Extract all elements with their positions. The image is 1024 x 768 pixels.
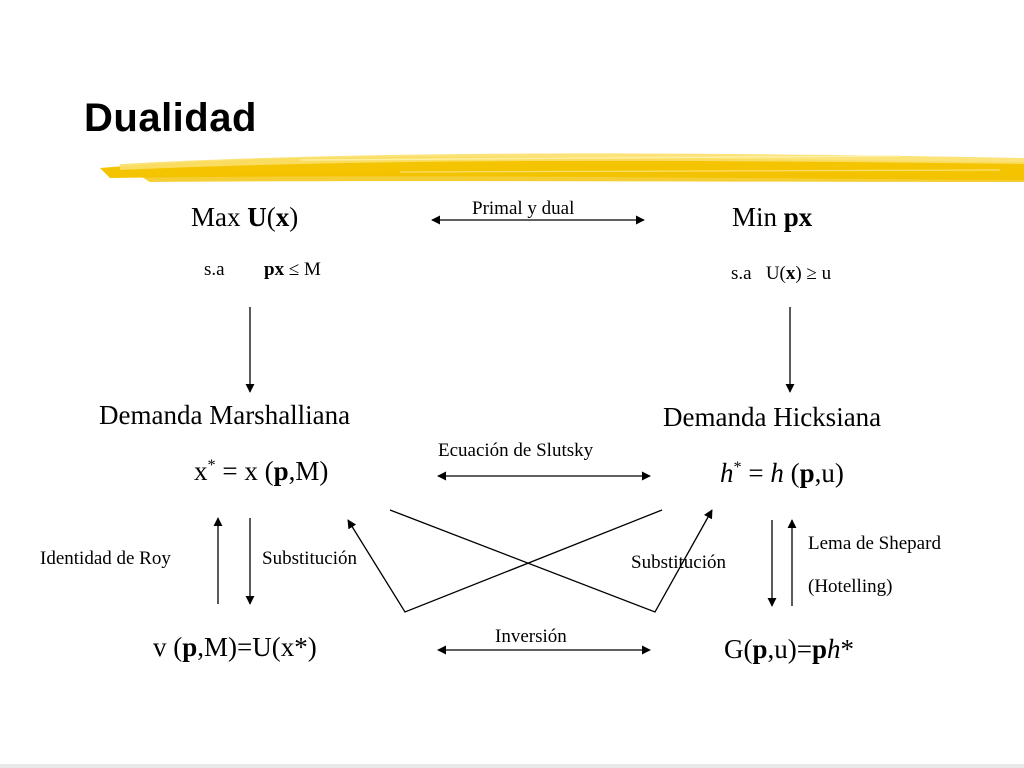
dual-problem: Min px	[732, 202, 812, 233]
marshallian-heading: Demanda Marshalliana	[99, 400, 351, 430]
indirect-utility-equation: v (p,M)=U(x*)	[153, 632, 317, 663]
highlighter-stroke	[100, 153, 1024, 182]
indirect-utility-rest: ,M)=U(x*)	[197, 632, 317, 662]
expenditure-mid: ,u)=	[767, 634, 812, 664]
label-inversion: Inversión	[495, 626, 567, 647]
expenditure-p2: p	[812, 634, 828, 664]
arrow-cross-right	[389, 509, 713, 613]
expenditure-h: h	[827, 634, 841, 664]
primal-utility-symbol: U	[247, 202, 267, 232]
expenditure-p: p	[752, 634, 768, 664]
primal-open-paren: (	[266, 202, 276, 232]
primal-constraint-rest: ≤ M	[284, 259, 321, 280]
dual-constraint: s.a U(x) ≥ u	[731, 263, 831, 285]
primal-constraint-px: px	[264, 259, 285, 280]
hicksian-eq-h: h	[720, 458, 734, 488]
primal-x-symbol: x	[275, 202, 290, 232]
hicksian-eq-open: (	[783, 458, 800, 488]
expenditure-end: *	[840, 634, 855, 664]
indirect-utility-pre: v (	[153, 632, 183, 662]
marshallian-eq-end: ,M)	[288, 456, 329, 486]
expenditure-pre: G(	[724, 634, 753, 664]
primal-max-label: Max	[191, 202, 248, 232]
label-hotelling: (Hotelling)	[808, 576, 893, 597]
dual-constraint-sa: s.a	[731, 263, 752, 284]
primal-close-paren: )	[289, 202, 299, 232]
primal-constraint: px ≤ M	[264, 259, 321, 281]
dual-constraint-u: U(	[765, 263, 786, 284]
hicksian-eq-h2: h	[770, 458, 784, 488]
marshallian-eq-p: p	[273, 456, 289, 486]
label-substitution-left: Substitución	[262, 548, 358, 569]
hicksian-equation: h* = h (p,u)	[720, 458, 844, 489]
label-slutsky: Ecuación de Slutsky	[438, 440, 594, 461]
dual-px-symbol: px	[783, 202, 813, 232]
hicksian-eq-p: p	[799, 458, 815, 488]
arrow-cross-left	[347, 509, 663, 613]
label-primal-dual: Primal y dual	[472, 198, 575, 219]
primal-constraint-sa: s.a	[204, 259, 225, 280]
slide-bottom-border	[0, 764, 1024, 768]
hicksian-heading: Demanda Hicksiana	[663, 402, 882, 432]
label-roy-identity: Identidad de Roy	[40, 548, 171, 569]
marshallian-equation: x* = x (p,M)	[194, 456, 328, 487]
dual-min-label: Min	[732, 202, 784, 232]
label-substitution-right: Substitución	[631, 552, 727, 573]
marshallian-eq-mid: = x (	[215, 456, 274, 486]
marshallian-eq-star: *	[207, 456, 216, 474]
expenditure-equation: G(p,u)=ph*	[724, 634, 854, 665]
marshallian-eq-x: x	[194, 456, 208, 486]
hicksian-eq-end: ,u)	[814, 458, 844, 488]
label-shepard-lemma: Lema de Shepard	[808, 533, 941, 554]
hicksian-eq-star: *	[733, 458, 742, 476]
indirect-utility-p: p	[182, 632, 198, 662]
primal-problem: Max U(x)	[191, 202, 298, 233]
dual-constraint-x: x	[785, 263, 796, 284]
slide-title: Dualidad	[84, 96, 257, 140]
hicksian-eq-equals: =	[741, 458, 771, 488]
dual-constraint-rest: ) ≥ u	[795, 263, 832, 284]
